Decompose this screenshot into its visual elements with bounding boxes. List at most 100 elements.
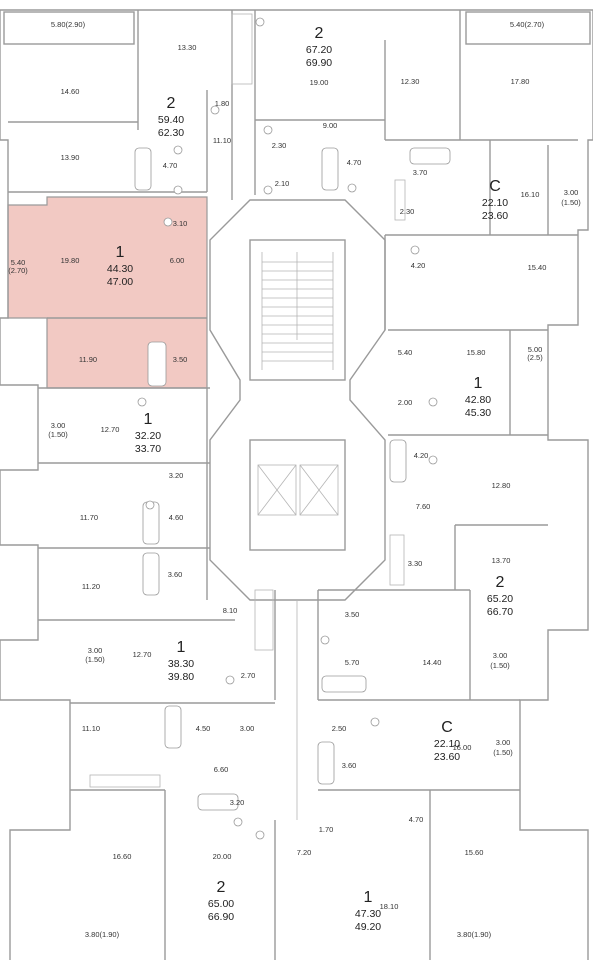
apartment-rooms-label: 1 — [116, 244, 125, 261]
room-area-label: 3.70 — [413, 168, 428, 177]
room-area-label: 12.30 — [401, 77, 420, 86]
room-area-label: 3.60 — [168, 570, 183, 579]
apartment-rooms-label: 2 — [167, 95, 176, 112]
apartment-living-label: 47.00 — [107, 276, 133, 288]
apartment-living-label: 66.90 — [208, 911, 234, 923]
room-area-label: 14.40 — [423, 658, 442, 667]
room-area-label: 3.00 — [493, 651, 508, 660]
apartment-living-label: 23.60 — [434, 751, 460, 763]
room-area-label: 6.00 — [170, 256, 185, 265]
room-area-label: 12.70 — [101, 425, 120, 434]
apartment-total-label: 22.10 — [434, 738, 460, 750]
bathtubs — [134, 147, 451, 811]
room-area-label: 11.10 — [213, 136, 231, 145]
room-area-label: 2.10 — [275, 179, 290, 188]
room-area-label: 20.00 — [213, 852, 232, 861]
room-area-label: 1.70 — [319, 825, 334, 834]
room-area-label: 7.20 — [297, 848, 312, 857]
room-area-label: 16.60 — [113, 852, 132, 861]
room-area-label: 3.50 — [173, 355, 188, 364]
staircase — [261, 252, 334, 370]
apartment-rooms-label: C — [489, 178, 501, 195]
room-area-label: 5.80(2.90) — [51, 20, 86, 29]
room-area-label: 16.10 — [521, 190, 540, 199]
apartment-total-label: 65.00 — [208, 898, 234, 910]
room-area-label: 16.00 — [453, 743, 472, 752]
sinks-toilets — [137, 17, 438, 840]
apartment-living-label: 23.60 — [482, 210, 508, 222]
room-area-label: 4.20 — [411, 261, 426, 270]
room-area-label: 3.00 — [564, 188, 579, 197]
room-area-label: 4.50 — [196, 724, 211, 733]
room-area-label: 2.30 — [272, 141, 287, 150]
apartment-rooms-label: 1 — [177, 639, 186, 656]
apartment-labels: 267.2069.90259.4062.30C22.1023.60144.304… — [107, 25, 513, 933]
room-area-label: 4.70 — [347, 158, 362, 167]
room-area-label: 11.20 — [82, 582, 100, 591]
room-area-label: 5.70 — [345, 658, 360, 667]
apartment-total-label: 47.30 — [355, 908, 381, 920]
room-area-label: 8.10 — [223, 606, 238, 615]
room-area-label: 1.80 — [215, 99, 230, 108]
room-area-label: 15.40 — [528, 263, 547, 272]
apartment-rooms-label: 1 — [474, 375, 483, 392]
room-area-label: 19.00 — [310, 78, 329, 87]
apartment-living-label: 45.30 — [465, 407, 491, 419]
apartment-total-label: 65.20 — [487, 593, 513, 605]
room-area-label: 5.40 — [398, 348, 413, 357]
apartment-total-label: 22.10 — [482, 197, 508, 209]
room-area-label: 15.80 — [467, 348, 486, 357]
room-area-label: 17.80 — [511, 77, 530, 86]
apartment-total-label: 38.30 — [168, 658, 194, 670]
room-area-label: 11.70 — [80, 513, 98, 522]
apartment-total-label: 67.20 — [306, 44, 332, 56]
room-area-label: 13.90 — [61, 153, 80, 162]
room-area-label: (1.50) — [493, 748, 513, 757]
room-area-label: 11.10 — [82, 724, 100, 733]
elevator-left — [257, 464, 297, 516]
room-area-label: 3.80(1.90) — [85, 930, 120, 939]
room-area-label: 7.60 — [416, 502, 431, 511]
room-area-label: 3.20 — [230, 798, 245, 807]
room-area-label: 4.60 — [169, 513, 184, 522]
room-area-label: (1.50) — [85, 655, 105, 664]
room-area-label: 6.60 — [214, 765, 229, 774]
room-area-label: 3.30 — [408, 559, 423, 568]
room-area-label: (1.50) — [561, 198, 581, 207]
apartment-living-label: 66.70 — [487, 606, 513, 618]
apartment-rooms-label: 1 — [144, 411, 153, 428]
room-area-label: 13.30 — [178, 43, 197, 52]
room-area-label: 18.10 — [380, 902, 399, 911]
room-area-label: 5.40 — [11, 258, 26, 267]
room-area-label: (2.70) — [8, 266, 28, 275]
room-area-label: (1.50) — [48, 430, 68, 439]
apartment-rooms-label: 2 — [496, 574, 505, 591]
room-area-label: 14.60 — [61, 87, 80, 96]
room-area-label: 2.70 — [241, 671, 256, 680]
apartment-total-label: 44.30 — [107, 263, 133, 275]
room-area-label: 5.00 — [528, 345, 543, 354]
apartment-total-label: 42.80 — [465, 394, 491, 406]
room-area-label: 2.30 — [400, 207, 415, 216]
room-area-label: 3.00 — [88, 646, 103, 655]
elevator-right — [299, 464, 339, 516]
room-area-label: 3.10 — [173, 219, 188, 228]
apartment-total-label: 32.20 — [135, 430, 161, 442]
room-area-label: 3.20 — [169, 471, 184, 480]
room-area-label: (2.5) — [527, 353, 543, 362]
room-area-label: 3.00 — [240, 724, 255, 733]
apartment-living-label: 62.30 — [158, 127, 184, 139]
